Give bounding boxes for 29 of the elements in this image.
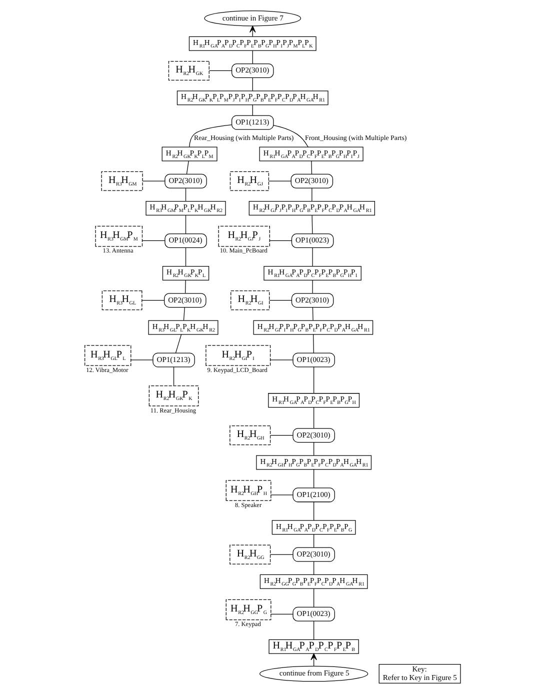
connector bbox=[252, 104, 253, 116]
connector bbox=[312, 307, 314, 321]
connector bbox=[252, 77, 253, 91]
connector bbox=[185, 247, 186, 267]
connector bbox=[189, 124, 232, 148]
connector bbox=[312, 280, 313, 294]
connector bbox=[270, 435, 294, 436]
connector bbox=[252, 50, 253, 64]
connector bbox=[270, 494, 294, 496]
connector bbox=[312, 214, 313, 234]
connector bbox=[183, 307, 185, 321]
connector bbox=[270, 554, 294, 555]
connector bbox=[142, 300, 165, 301]
connector bbox=[142, 180, 166, 182]
connector bbox=[184, 280, 186, 294]
connector bbox=[268, 180, 292, 182]
connector bbox=[185, 188, 186, 202]
connector bbox=[173, 366, 174, 386]
connector bbox=[269, 240, 292, 242]
connector bbox=[313, 334, 314, 354]
connector bbox=[185, 214, 186, 234]
connector bbox=[273, 125, 308, 148]
connector bbox=[312, 247, 313, 267]
connector bbox=[269, 300, 292, 301]
connector bbox=[209, 70, 232, 72]
connector bbox=[175, 334, 182, 354]
connector bbox=[311, 160, 312, 174]
connector bbox=[142, 240, 166, 242]
connector bbox=[186, 160, 189, 174]
